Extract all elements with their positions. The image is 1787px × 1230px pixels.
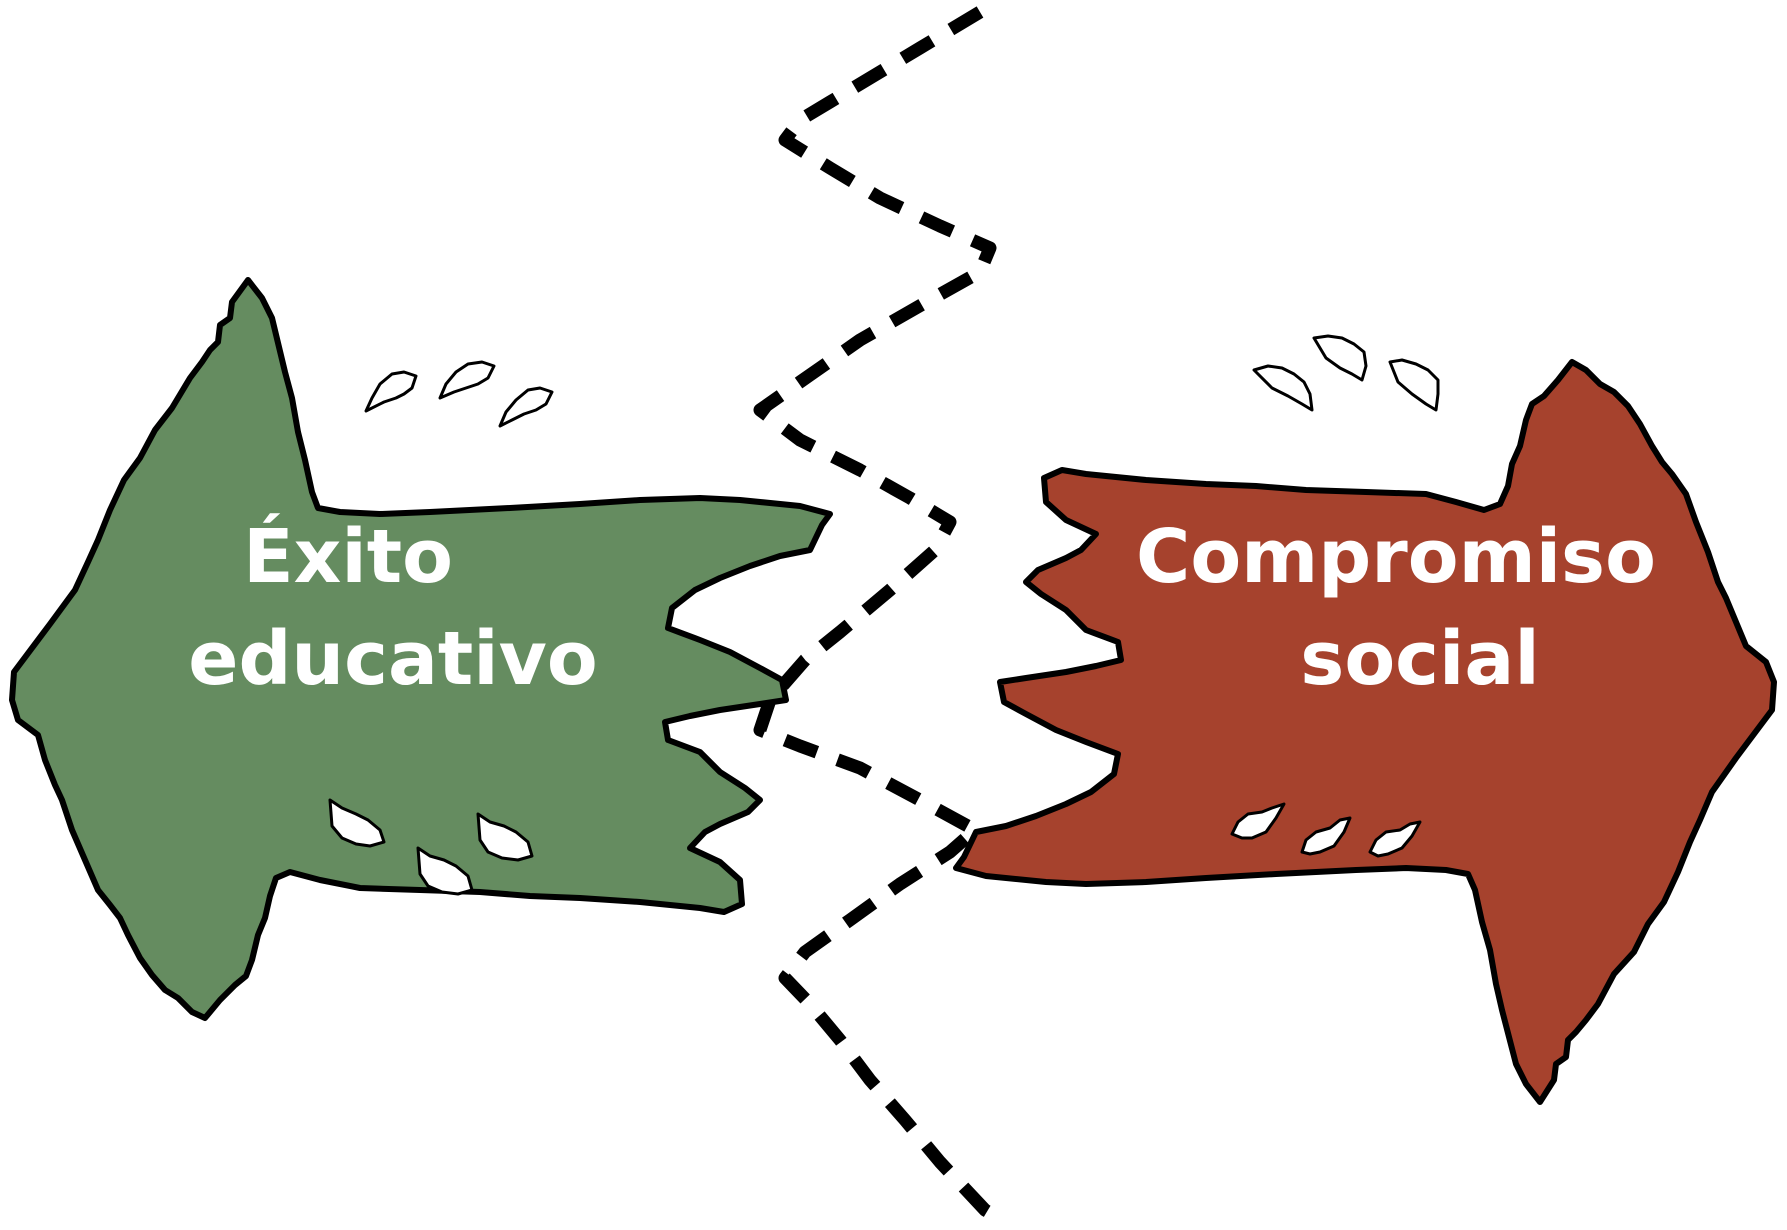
right-arrow-shape xyxy=(953,359,1777,1105)
motion-leaf-icon xyxy=(1230,802,1286,840)
motion-leaf-icon xyxy=(476,812,534,862)
left-arrow-label-line2: educativo xyxy=(188,616,597,702)
motion-leaf-icon xyxy=(1388,358,1440,412)
motion-leaf-icon xyxy=(1312,334,1368,382)
right-arrow-label-line1: Compromiso xyxy=(1136,514,1656,600)
dashed-zigzag-divider xyxy=(753,6,1009,1228)
motion-leaf-icon xyxy=(498,386,554,428)
motion-leaf-icon xyxy=(416,846,474,896)
motion-leaf-icon xyxy=(438,360,496,400)
right-arrow-label-line2: social xyxy=(1300,616,1539,702)
motion-leaf-icon xyxy=(1300,816,1352,856)
left-arrow-shape xyxy=(9,277,833,1021)
motion-leaf-icon xyxy=(1252,364,1314,412)
motion-leaf-icon xyxy=(1368,820,1422,858)
left-arrow-label-line1: Éxito xyxy=(243,512,453,600)
motion-leaf-icon xyxy=(328,798,386,848)
motion-leaf-icon xyxy=(364,370,418,413)
